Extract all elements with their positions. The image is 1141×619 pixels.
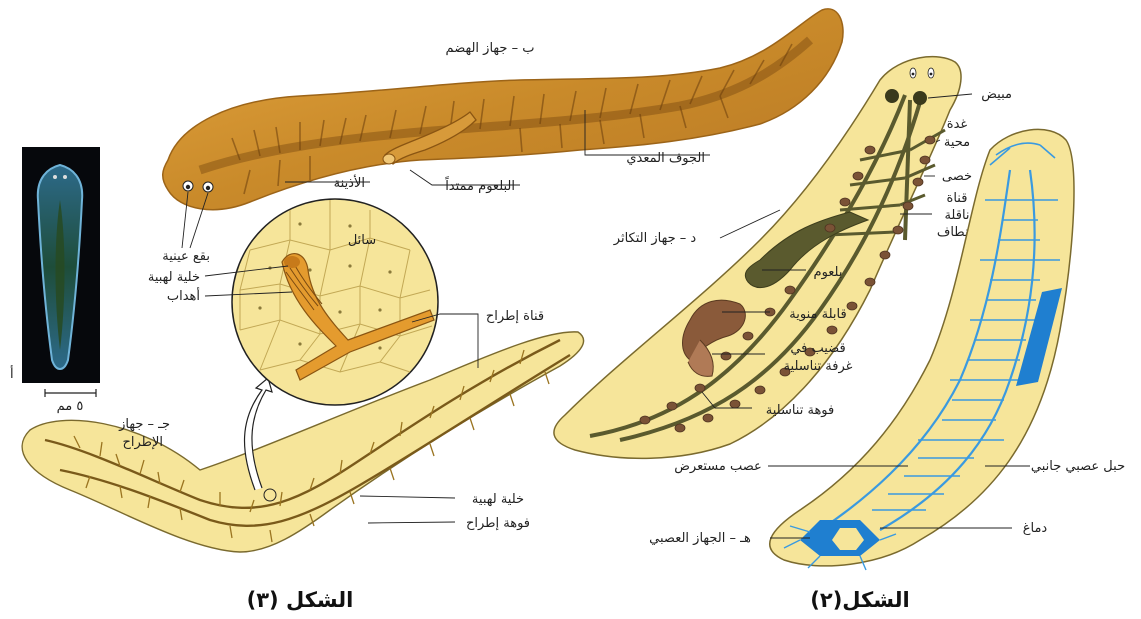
excretory-title-1: جـ – جهاز bbox=[118, 417, 170, 432]
photo-letter: أ bbox=[10, 365, 14, 382]
caption-figure-3: الشكل (٣) bbox=[247, 588, 354, 612]
label-gut-cavity: الجوف المعدي bbox=[626, 151, 705, 166]
label-cilia: أهداب bbox=[167, 287, 200, 304]
nervous-title: هـ – الجهاز العصبي bbox=[649, 531, 751, 546]
label-genital-pore: فوهة تناسلية bbox=[766, 403, 834, 418]
label-vas-deferens-2: ناقلة bbox=[944, 208, 969, 223]
label-testes: خصى bbox=[942, 169, 972, 184]
label-yolk-gland-1: غدة bbox=[947, 117, 968, 132]
scale-label: ٥ مم bbox=[57, 399, 84, 414]
label-eyespots: بقع عينية bbox=[162, 249, 210, 264]
planarian-photo bbox=[22, 147, 100, 383]
label-pharynx: بلعوم bbox=[814, 265, 843, 280]
label-vas-deferens-1: قناة bbox=[947, 191, 968, 206]
label-penis-2: غرفة تناسلية bbox=[784, 359, 853, 374]
ovary-left bbox=[885, 89, 899, 103]
label-excretory-pore: فوهة إطراح bbox=[466, 516, 530, 531]
label-brain: دماغ bbox=[1023, 521, 1048, 536]
excretory-title-2: الإطراح bbox=[122, 435, 163, 450]
label-flame-cell-2: خلية لهبية bbox=[472, 492, 524, 507]
ovary-right bbox=[913, 91, 927, 105]
digestive-title: ب – جهاز الهضم bbox=[446, 41, 535, 56]
label-lateral-cord: حبل عصبي جانبي bbox=[1031, 459, 1125, 474]
label-fluid: سائل bbox=[348, 233, 376, 248]
label-penis-1: قضيب في bbox=[790, 341, 845, 356]
label-excretory-canal: قناة إطراح bbox=[486, 309, 544, 324]
label-yolk-gland-2: محية bbox=[944, 135, 970, 150]
label-transverse-nerve: عصب مستعرض bbox=[674, 459, 762, 474]
caption-figure-2: الشكل(٢) bbox=[810, 588, 909, 612]
flame-cell-magnified bbox=[232, 199, 438, 405]
label-auricle: الأذينة bbox=[334, 174, 365, 191]
reproductive-title: د – جهاز التكاثر bbox=[613, 231, 697, 246]
label-seminal-receptacle: قابلة منوية bbox=[789, 307, 846, 322]
label-ovary: مبيض bbox=[981, 87, 1012, 102]
label-flame-cell: خلية لهبية bbox=[148, 270, 200, 285]
